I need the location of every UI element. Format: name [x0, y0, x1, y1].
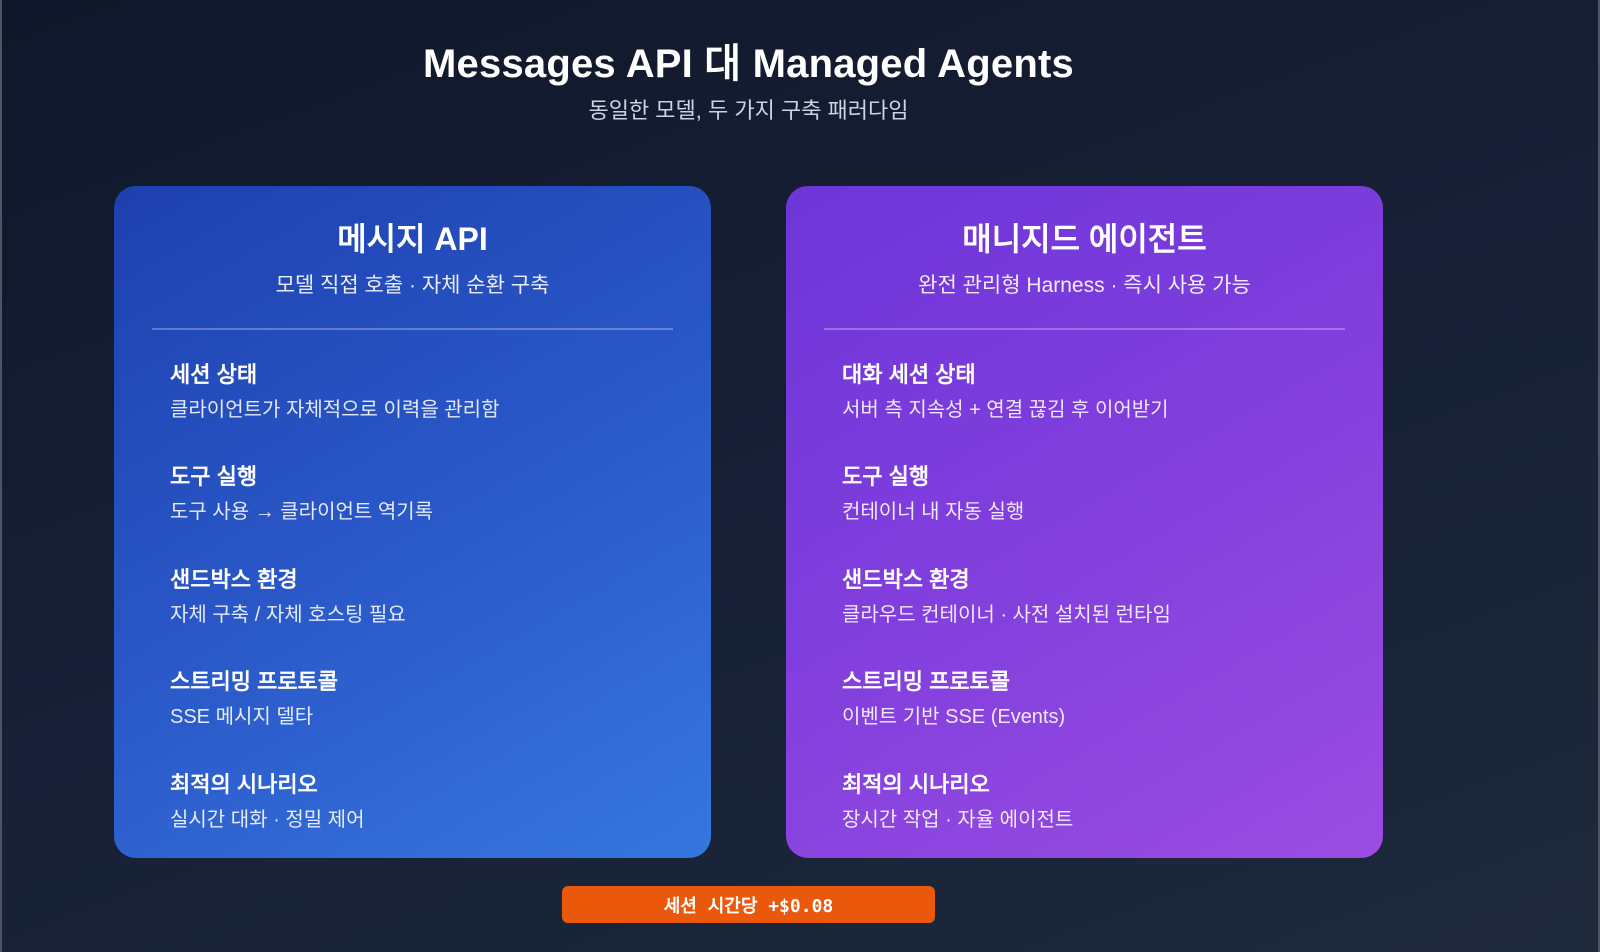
feature-session-state: 대화 세션 상태 서버 측 지속성 + 연결 끊김 후 이어받기 — [842, 362, 1327, 465]
header: Messages API 대 Managed Agents 동일한 모델, 두 … — [2, 40, 1495, 124]
feature-description: 실시간 대화 · 정밀 제어 — [170, 808, 365, 831]
feature-description: 자체 구축 / 자체 호스팅 필요 — [170, 603, 406, 626]
feature-best-scenario: 최적의 시나리오 장시간 작업 · 자율 에이전트 — [842, 772, 1327, 875]
feature-session-state: 세션 상태 클라이언트가 자체적으로 이력을 관리함 — [170, 362, 655, 465]
feature-heading: 스트리밍 프로토콜 — [842, 669, 1011, 695]
feature-description: SSE 메시지 델타 — [170, 706, 314, 729]
page-subtitle: 동일한 모델, 두 가지 구축 패러다임 — [588, 98, 909, 123]
feature-heading: 최적의 시나리오 — [170, 771, 318, 797]
feature-description: 컨테이너 내 자동 실행 — [842, 501, 1025, 524]
feature-description: 서버 측 지속성 + 연결 끊김 후 이어받기 — [842, 398, 1169, 421]
feature-heading: 샌드박스 환경 — [170, 566, 298, 592]
feature-sandbox: 샌드박스 환경 클라우드 컨테이너 · 사전 설치된 런타임 — [842, 567, 1327, 670]
feature-heading: 세션 상태 — [170, 361, 258, 387]
feature-description: 장시간 작업 · 자율 에이전트 — [842, 808, 1074, 831]
feature-heading: 도구 실행 — [842, 464, 930, 490]
feature-tool-execution: 도구 실행 컨테이너 내 자동 실행 — [842, 464, 1327, 567]
feature-heading: 샌드박스 환경 — [842, 566, 970, 592]
feature-heading: 스트리밍 프로토콜 — [170, 669, 339, 695]
feature-description: 클라우드 컨테이너 · 사전 설치된 런타임 — [842, 603, 1171, 626]
feature-best-scenario: 최적의 시나리오 실시간 대화 · 정밀 제어 — [170, 772, 655, 875]
feature-description: 클라이언트가 자체적으로 이력을 관리함 — [170, 398, 500, 421]
feature-list: 대화 세션 상태 서버 측 지속성 + 연결 끊김 후 이어받기 도구 실행 컨… — [842, 362, 1327, 875]
feature-streaming: 스트리밍 프로토콜 SSE 메시지 델타 — [170, 669, 655, 772]
divider — [152, 327, 673, 330]
feature-heading: 도구 실행 — [170, 464, 258, 490]
feature-heading: 최적의 시나리오 — [842, 771, 990, 797]
card-subtitle: 모델 직접 호출 · 자체 순환 구축 — [275, 274, 550, 298]
feature-heading: 대화 세션 상태 — [842, 361, 976, 387]
feature-description: 이벤트 기반 SSE (Events) — [842, 706, 1066, 729]
feature-list: 세션 상태 클라이언트가 자체적으로 이력을 관리함 도구 실행 도구 사용 →… — [170, 362, 655, 875]
card-title: 메시지 API — [337, 221, 488, 257]
card-subtitle: 완전 관리형 Harness · 즉시 사용 가능 — [918, 274, 1251, 298]
feature-sandbox: 샌드박스 환경 자체 구축 / 자체 호스팅 필요 — [170, 567, 655, 670]
session-price-badge: 세션 시간당 +$0.08 — [562, 886, 935, 923]
managed-agents-card: 매니지드 에이전트 완전 관리형 Harness · 즉시 사용 가능 대화 세… — [786, 186, 1383, 858]
feature-streaming: 스트리밍 프로토콜 이벤트 기반 SSE (Events) — [842, 669, 1327, 772]
feature-description: 도구 사용 → 클라이언트 역기록 — [170, 501, 434, 524]
divider — [824, 327, 1345, 330]
page-title: Messages API 대 Managed Agents — [423, 42, 1074, 86]
feature-tool-execution: 도구 실행 도구 사용 → 클라이언트 역기록 — [170, 464, 655, 567]
messages-api-card: 메시지 API 모델 직접 호출 · 자체 순환 구축 세션 상태 클라이언트가… — [114, 186, 711, 858]
card-title: 매니지드 에이전트 — [962, 221, 1207, 257]
